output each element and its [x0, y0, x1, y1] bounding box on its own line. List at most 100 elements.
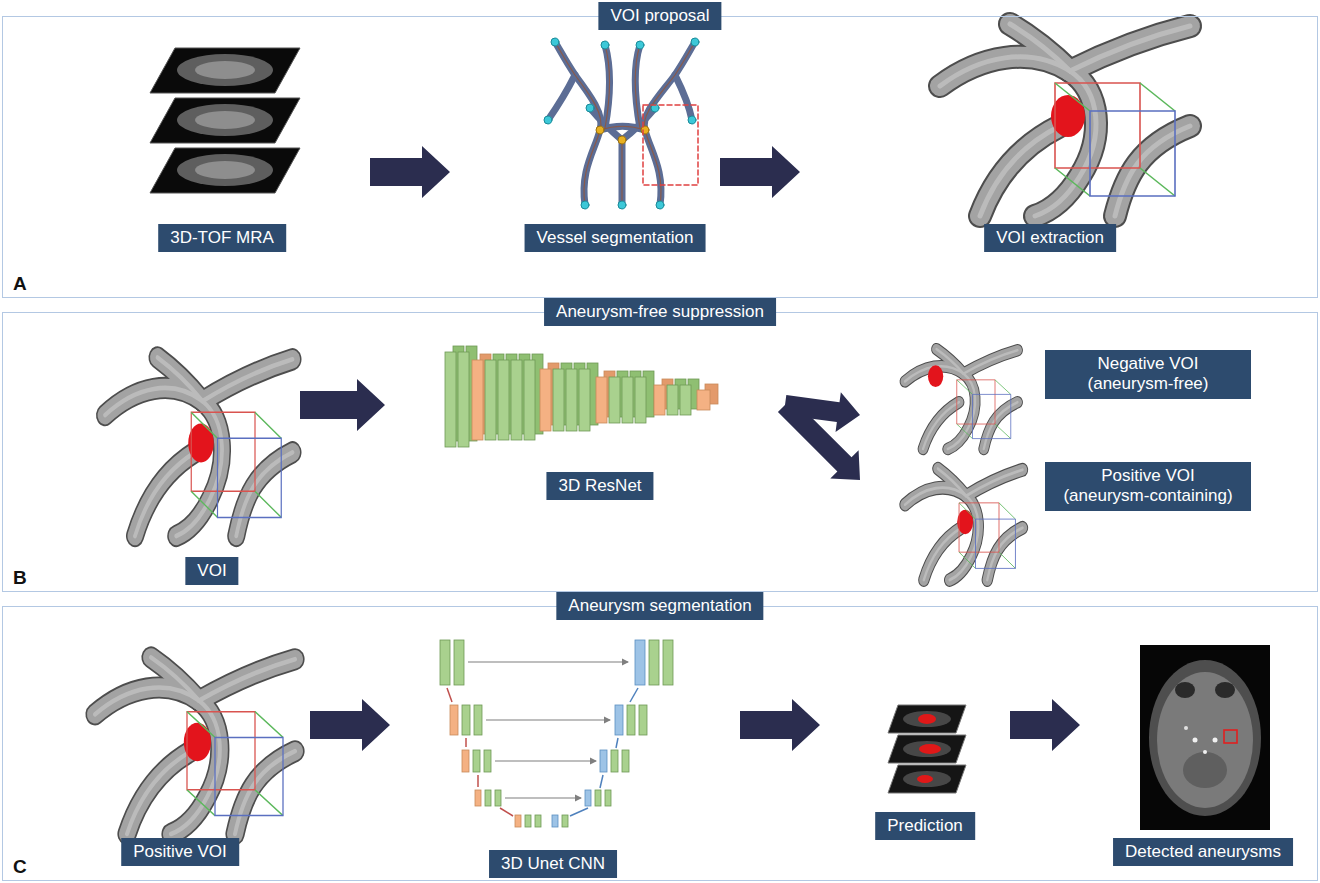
resnet-layers — [566, 369, 577, 431]
unet-blocks — [440, 640, 673, 827]
negative-voi-render — [957, 380, 1011, 439]
positive-voi-render — [905, 469, 1023, 580]
prediction-slices — [903, 711, 951, 727]
unet-blocks — [615, 705, 623, 735]
mra-axial-image — [1149, 660, 1261, 816]
positive-voi-render — [187, 712, 283, 816]
pipeline-step: Prediction — [822, 690, 1008, 850]
panel-letter: C — [13, 856, 27, 878]
panel-letter: A — [13, 273, 27, 295]
flow-arrow — [1010, 699, 1080, 751]
pipeline-step: Negative VOI (aneurysm-free) — [862, 342, 1262, 456]
positive-voi-render — [905, 469, 1023, 580]
flow-arrow — [310, 699, 390, 751]
unet-blocks — [505, 797, 581, 798]
resnet-layers — [498, 360, 509, 440]
unet-blocks — [495, 790, 501, 806]
stage-panel: Aneurysm-free suppressionBVOI3D ResNetNe… — [2, 312, 1318, 592]
mra-slices — [195, 161, 255, 179]
prediction-slices — [919, 744, 941, 754]
mra-slices — [195, 61, 255, 79]
unet-blocks — [484, 750, 491, 772]
vessel-tree — [605, 45, 610, 128]
unet-blocks — [440, 640, 450, 685]
stage-header: VOI proposal — [598, 2, 721, 30]
vessel-tree — [691, 38, 699, 46]
pipeline-step: 3D ResNet — [387, 352, 783, 502]
resnet-layers — [524, 360, 535, 440]
stage-panel: Aneurysm segmentationCPositive VOI3D Une… — [2, 606, 1318, 881]
unet-blocks — [462, 750, 469, 772]
resnet-layers — [472, 360, 483, 440]
vessel-tree — [600, 126, 645, 130]
step-label: Prediction — [875, 812, 975, 840]
unet-blocks — [485, 790, 491, 806]
prediction-slices — [903, 771, 951, 787]
vessel-tree — [636, 41, 644, 49]
positive-voi-render — [959, 503, 1015, 569]
resnet-layers — [579, 369, 590, 431]
vessel-tree — [619, 140, 626, 205]
positive-voi-render — [184, 723, 211, 762]
positive-voi-render — [95, 657, 295, 834]
unet-blocks — [595, 790, 601, 806]
pipeline-step: Vessel segmentation — [452, 30, 718, 256]
mra-slices — [177, 154, 273, 186]
unet-blocks — [525, 815, 531, 827]
mra-axial-image — [1140, 645, 1270, 830]
mra-slices — [177, 54, 273, 86]
flow-arrow — [778, 398, 860, 480]
vessel-tree — [555, 42, 601, 205]
unet-blocks — [570, 688, 638, 816]
prediction-slices — [903, 741, 951, 757]
mra-slices — [150, 48, 300, 93]
unet-blocks — [462, 705, 470, 735]
pipeline-step: VOI — [110, 345, 298, 590]
mra-slices — [177, 104, 273, 136]
prediction-slices — [888, 735, 966, 763]
vessel-tree — [618, 201, 626, 209]
unet-blocks — [465, 738, 467, 747]
unet-blocks — [605, 790, 611, 806]
unet-blocks — [639, 705, 647, 735]
mra-slices — [195, 111, 255, 129]
resnet-layers — [445, 352, 456, 447]
step-label: 3D-TOF MRA — [158, 224, 286, 252]
vessel-tree — [605, 45, 610, 128]
prediction-slices — [888, 765, 966, 793]
positive-voi-render — [95, 657, 295, 834]
unet-blocks — [649, 640, 659, 685]
flow-arrow — [720, 146, 800, 198]
vessel-tree — [544, 38, 699, 209]
unet-blocks — [450, 705, 458, 735]
vessel-tree — [644, 42, 695, 205]
resnet-layers — [511, 360, 522, 440]
mra-axial-image — [1224, 730, 1237, 743]
unet-blocks — [627, 705, 635, 735]
negative-voi-render — [928, 365, 943, 387]
vessel-tree — [621, 140, 622, 205]
step-label: Detected aneurysms — [1113, 838, 1293, 866]
unet-blocks — [600, 775, 603, 788]
unet-blocks — [562, 815, 568, 827]
resnet-layers — [485, 360, 496, 440]
resnet-layers — [553, 369, 564, 431]
vessel-tree — [596, 126, 649, 144]
step-label: 3D Unet CNN — [489, 850, 617, 878]
resnet-layers — [654, 385, 665, 415]
voi-render — [191, 412, 281, 517]
resnet-layers — [445, 346, 718, 447]
mra-axial-image — [1184, 726, 1188, 730]
unet-blocks — [486, 719, 610, 720]
resnet-layers — [635, 377, 646, 423]
mra-axial-image — [1183, 752, 1227, 788]
pipeline-step: Detected aneurysms — [1082, 630, 1308, 875]
unet-blocks — [635, 640, 645, 685]
pipeline-step: 3D-TOF MRA — [130, 38, 368, 256]
unet-blocks — [611, 750, 618, 772]
stage-header: Aneurysm-free suppression — [544, 298, 776, 326]
mra-axial-image — [1213, 738, 1218, 743]
